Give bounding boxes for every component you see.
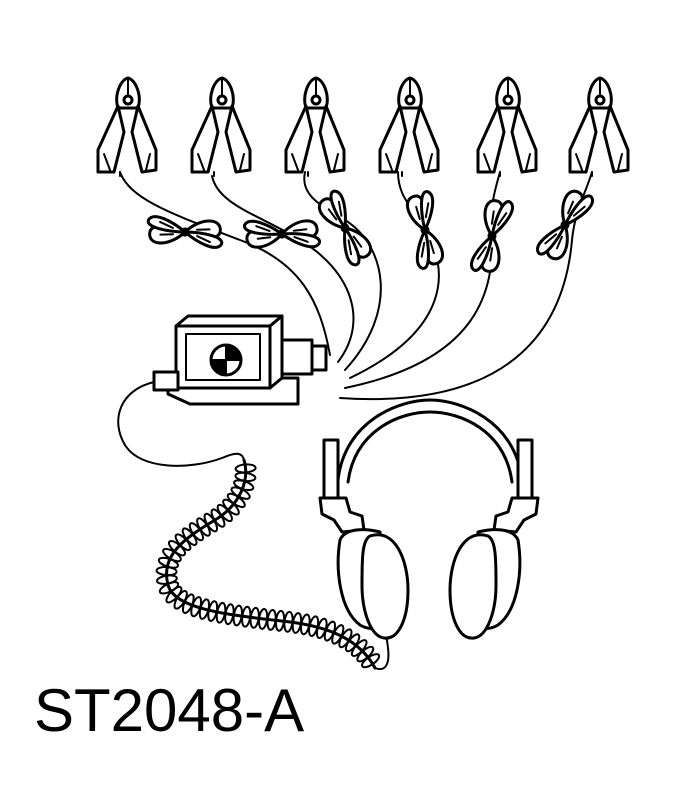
amplifier-box-icon xyxy=(152,314,328,406)
alligator-clip-icon xyxy=(378,76,440,177)
tape-marker-icon xyxy=(146,215,224,249)
tape-marker-icon xyxy=(536,189,594,261)
alligator-clip-icon xyxy=(568,76,630,177)
alligator-clip-icon xyxy=(96,76,158,177)
part-number-label: ST2048-A xyxy=(34,677,305,744)
alligator-clip-icon xyxy=(476,76,538,177)
tape-markers xyxy=(146,189,594,273)
headphones-icon xyxy=(318,398,540,640)
alligator-clip-icon xyxy=(190,76,252,177)
coiled-cord-icon xyxy=(155,458,381,670)
alligator-clip-icon xyxy=(284,76,346,177)
tape-marker-icon xyxy=(470,199,514,273)
tape-marker-icon xyxy=(406,190,444,270)
alligator-clips xyxy=(96,76,630,177)
coil-loop xyxy=(361,653,381,669)
tape-marker-icon xyxy=(317,189,373,267)
tape-marker-icon xyxy=(243,219,321,249)
